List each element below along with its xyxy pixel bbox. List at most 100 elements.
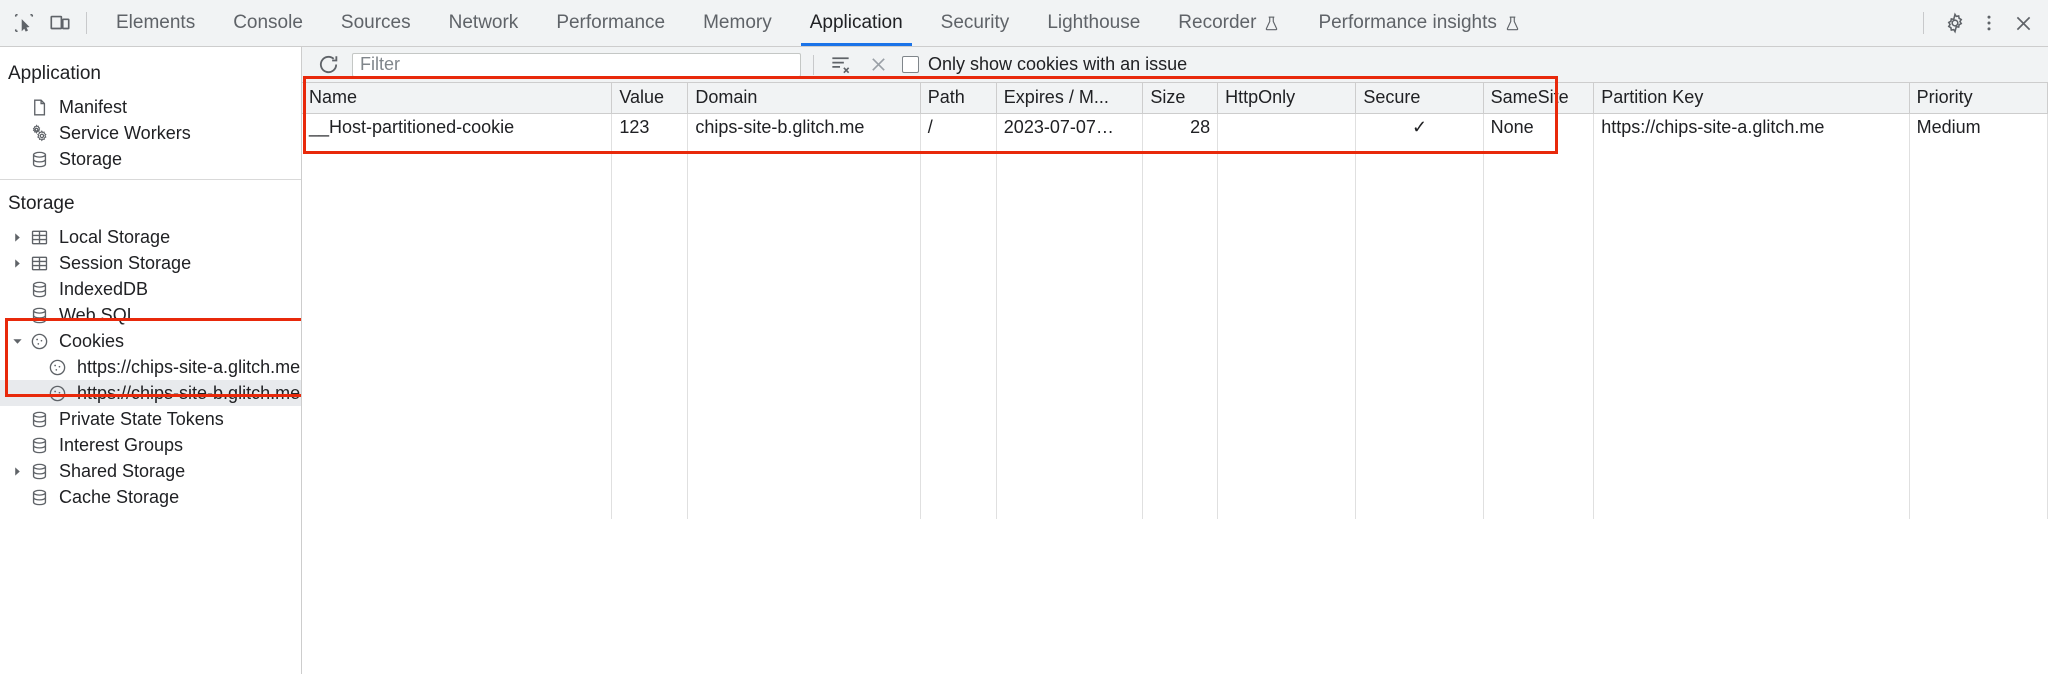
cookies-table-wrapper: Name Value Domain Path Expires / M... Si… (302, 83, 2048, 674)
clear-all-cookies-icon[interactable] (864, 51, 892, 79)
table-empty-row (302, 258, 2048, 287)
sidebar-item-label: Storage (59, 149, 123, 169)
cell-secure: ✓ (1355, 113, 1484, 142)
gear-icon[interactable] (1938, 6, 1972, 40)
tab-performance[interactable]: Performance (537, 0, 684, 46)
cell-expires: 2023-07-07… (996, 113, 1144, 142)
tab-performance-insights[interactable]: Performance insights (1299, 0, 1539, 46)
database-icon (26, 280, 52, 299)
table-header-row: Name Value Domain Path Expires / M... Si… (302, 83, 2048, 114)
tab-memory[interactable]: Memory (684, 0, 791, 46)
refresh-icon[interactable] (314, 51, 342, 79)
database-icon (26, 150, 52, 169)
sidebar-item-cookies-chips-site-a[interactable]: https://chips-site-a.glitch.me (0, 354, 301, 380)
cell-path: / (920, 113, 997, 142)
table-empty-row (302, 229, 2048, 258)
only-show-issues-checkbox[interactable] (902, 56, 919, 73)
table-row[interactable]: __Host-partitioned-cookie 123 chips-site… (302, 113, 2048, 142)
tab-console[interactable]: Console (214, 0, 322, 46)
sidebar-item-indexeddb[interactable]: IndexedDB (0, 276, 301, 302)
tab-label: Security (940, 12, 1010, 33)
cell-partition-key: https://chips-site-a.glitch.me (1593, 113, 1910, 142)
column-header-path[interactable]: Path (920, 83, 997, 114)
tab-label: Console (233, 12, 303, 33)
experiment-flask-icon (1263, 15, 1280, 32)
table-empty-row (302, 171, 2048, 200)
column-header-domain[interactable]: Domain (687, 83, 921, 114)
column-header-priority[interactable]: Priority (1909, 83, 2048, 114)
sidebar-item-interest-groups[interactable]: Interest Groups (0, 432, 301, 458)
toolbar-divider (813, 54, 814, 75)
tab-label: Application (809, 12, 903, 33)
cookie-icon (26, 332, 52, 351)
device-toolbar-icon[interactable] (42, 5, 78, 41)
column-header-partition-key[interactable]: Partition Key (1593, 83, 1910, 114)
close-icon[interactable] (2006, 6, 2040, 40)
table-empty-row (302, 432, 2048, 461)
tab-recorder[interactable]: Recorder (1159, 0, 1299, 46)
sidebar-item-manifest[interactable]: Manifest (0, 94, 301, 120)
tab-lighthouse[interactable]: Lighthouse (1028, 0, 1159, 46)
experiment-flask-icon (1504, 15, 1521, 32)
only-show-issues-checkbox-row[interactable]: Only show cookies with an issue (902, 54, 1187, 75)
chevron-right-icon[interactable] (8, 466, 26, 477)
table-empty-row (302, 490, 2048, 519)
clear-filtered-cookies-icon[interactable] (826, 51, 854, 79)
only-show-issues-label: Only show cookies with an issue (928, 54, 1188, 74)
database-icon (26, 410, 52, 429)
chevron-right-icon[interactable] (8, 232, 26, 243)
tab-elements[interactable]: Elements (97, 0, 214, 46)
sidebar-item-storage[interactable]: Storage (0, 146, 301, 172)
cell-priority: Medium (1909, 113, 2048, 142)
column-header-expires[interactable]: Expires / M... (996, 83, 1144, 114)
column-header-name[interactable]: Name (302, 83, 613, 114)
sidebar-item-shared-storage[interactable]: Shared Storage (0, 458, 301, 484)
sidebar-item-label: Cache Storage (59, 487, 180, 507)
cell-samesite: None (1483, 113, 1595, 142)
table-empty-row (302, 142, 2048, 171)
sidebar-item-local-storage[interactable]: Local Storage (0, 224, 301, 250)
column-header-value[interactable]: Value (611, 83, 689, 114)
sidebar-item-private-state-tokens[interactable]: Private State Tokens (0, 406, 301, 432)
cookies-toolbar: Filter Only show cookies with an (302, 47, 2048, 83)
sidebar-item-label: Shared Storage (59, 461, 186, 481)
cookie-icon (44, 358, 70, 377)
gears-icon (26, 123, 52, 143)
tab-security[interactable]: Security (922, 0, 1029, 46)
tab-label: Memory (703, 12, 772, 33)
table-empty-row (302, 374, 2048, 403)
cell-httponly (1217, 113, 1357, 142)
kebab-menu-icon[interactable] (1972, 6, 2006, 40)
column-header-samesite[interactable]: SameSite (1483, 83, 1595, 114)
sidebar-item-service-workers[interactable]: Service Workers (0, 120, 301, 146)
sidebar-item-web-sql[interactable]: Web SQL (0, 302, 301, 328)
table-empty-row (302, 403, 2048, 432)
panel-tabs: Elements Console Sources Network Perform… (97, 0, 1540, 46)
sidebar-item-label: Web SQL (59, 305, 137, 325)
sidebar-item-label: Interest Groups (59, 435, 184, 455)
table-icon (26, 254, 52, 273)
sidebar-section-storage-title: Storage (8, 193, 75, 214)
tab-network[interactable]: Network (430, 0, 538, 46)
sidebar-item-cache-storage[interactable]: Cache Storage (0, 484, 301, 510)
sidebar-item-label: Local Storage (59, 227, 171, 247)
column-header-size[interactable]: Size (1142, 83, 1219, 114)
sidebar-item-session-storage[interactable]: Session Storage (0, 250, 301, 276)
sidebar-section-application-title: Application (8, 63, 101, 84)
sidebar-item-cookies[interactable]: Cookies (0, 328, 301, 354)
column-header-secure[interactable]: Secure (1355, 83, 1484, 114)
inspect-element-icon[interactable] (6, 5, 42, 41)
tab-application[interactable]: Application (791, 0, 922, 46)
chevron-right-icon[interactable] (8, 258, 26, 269)
tab-sources[interactable]: Sources (322, 0, 430, 46)
cookies-table: Name Value Domain Path Expires / M... Si… (302, 83, 2048, 519)
sidebar-item-cookies-chips-site-b[interactable]: https://chips-site-b.glitch.me (0, 380, 301, 406)
filter-input[interactable]: Filter (352, 52, 801, 77)
sidebar-item-label: https://chips-site-b.glitch.me (77, 383, 301, 403)
column-header-httponly[interactable]: HttpOnly (1217, 83, 1357, 114)
sidebar-item-label: Cookies (59, 331, 125, 351)
tab-label: Network (448, 12, 519, 33)
chevron-down-icon[interactable] (8, 336, 26, 347)
tab-label: Lighthouse (1047, 12, 1141, 33)
